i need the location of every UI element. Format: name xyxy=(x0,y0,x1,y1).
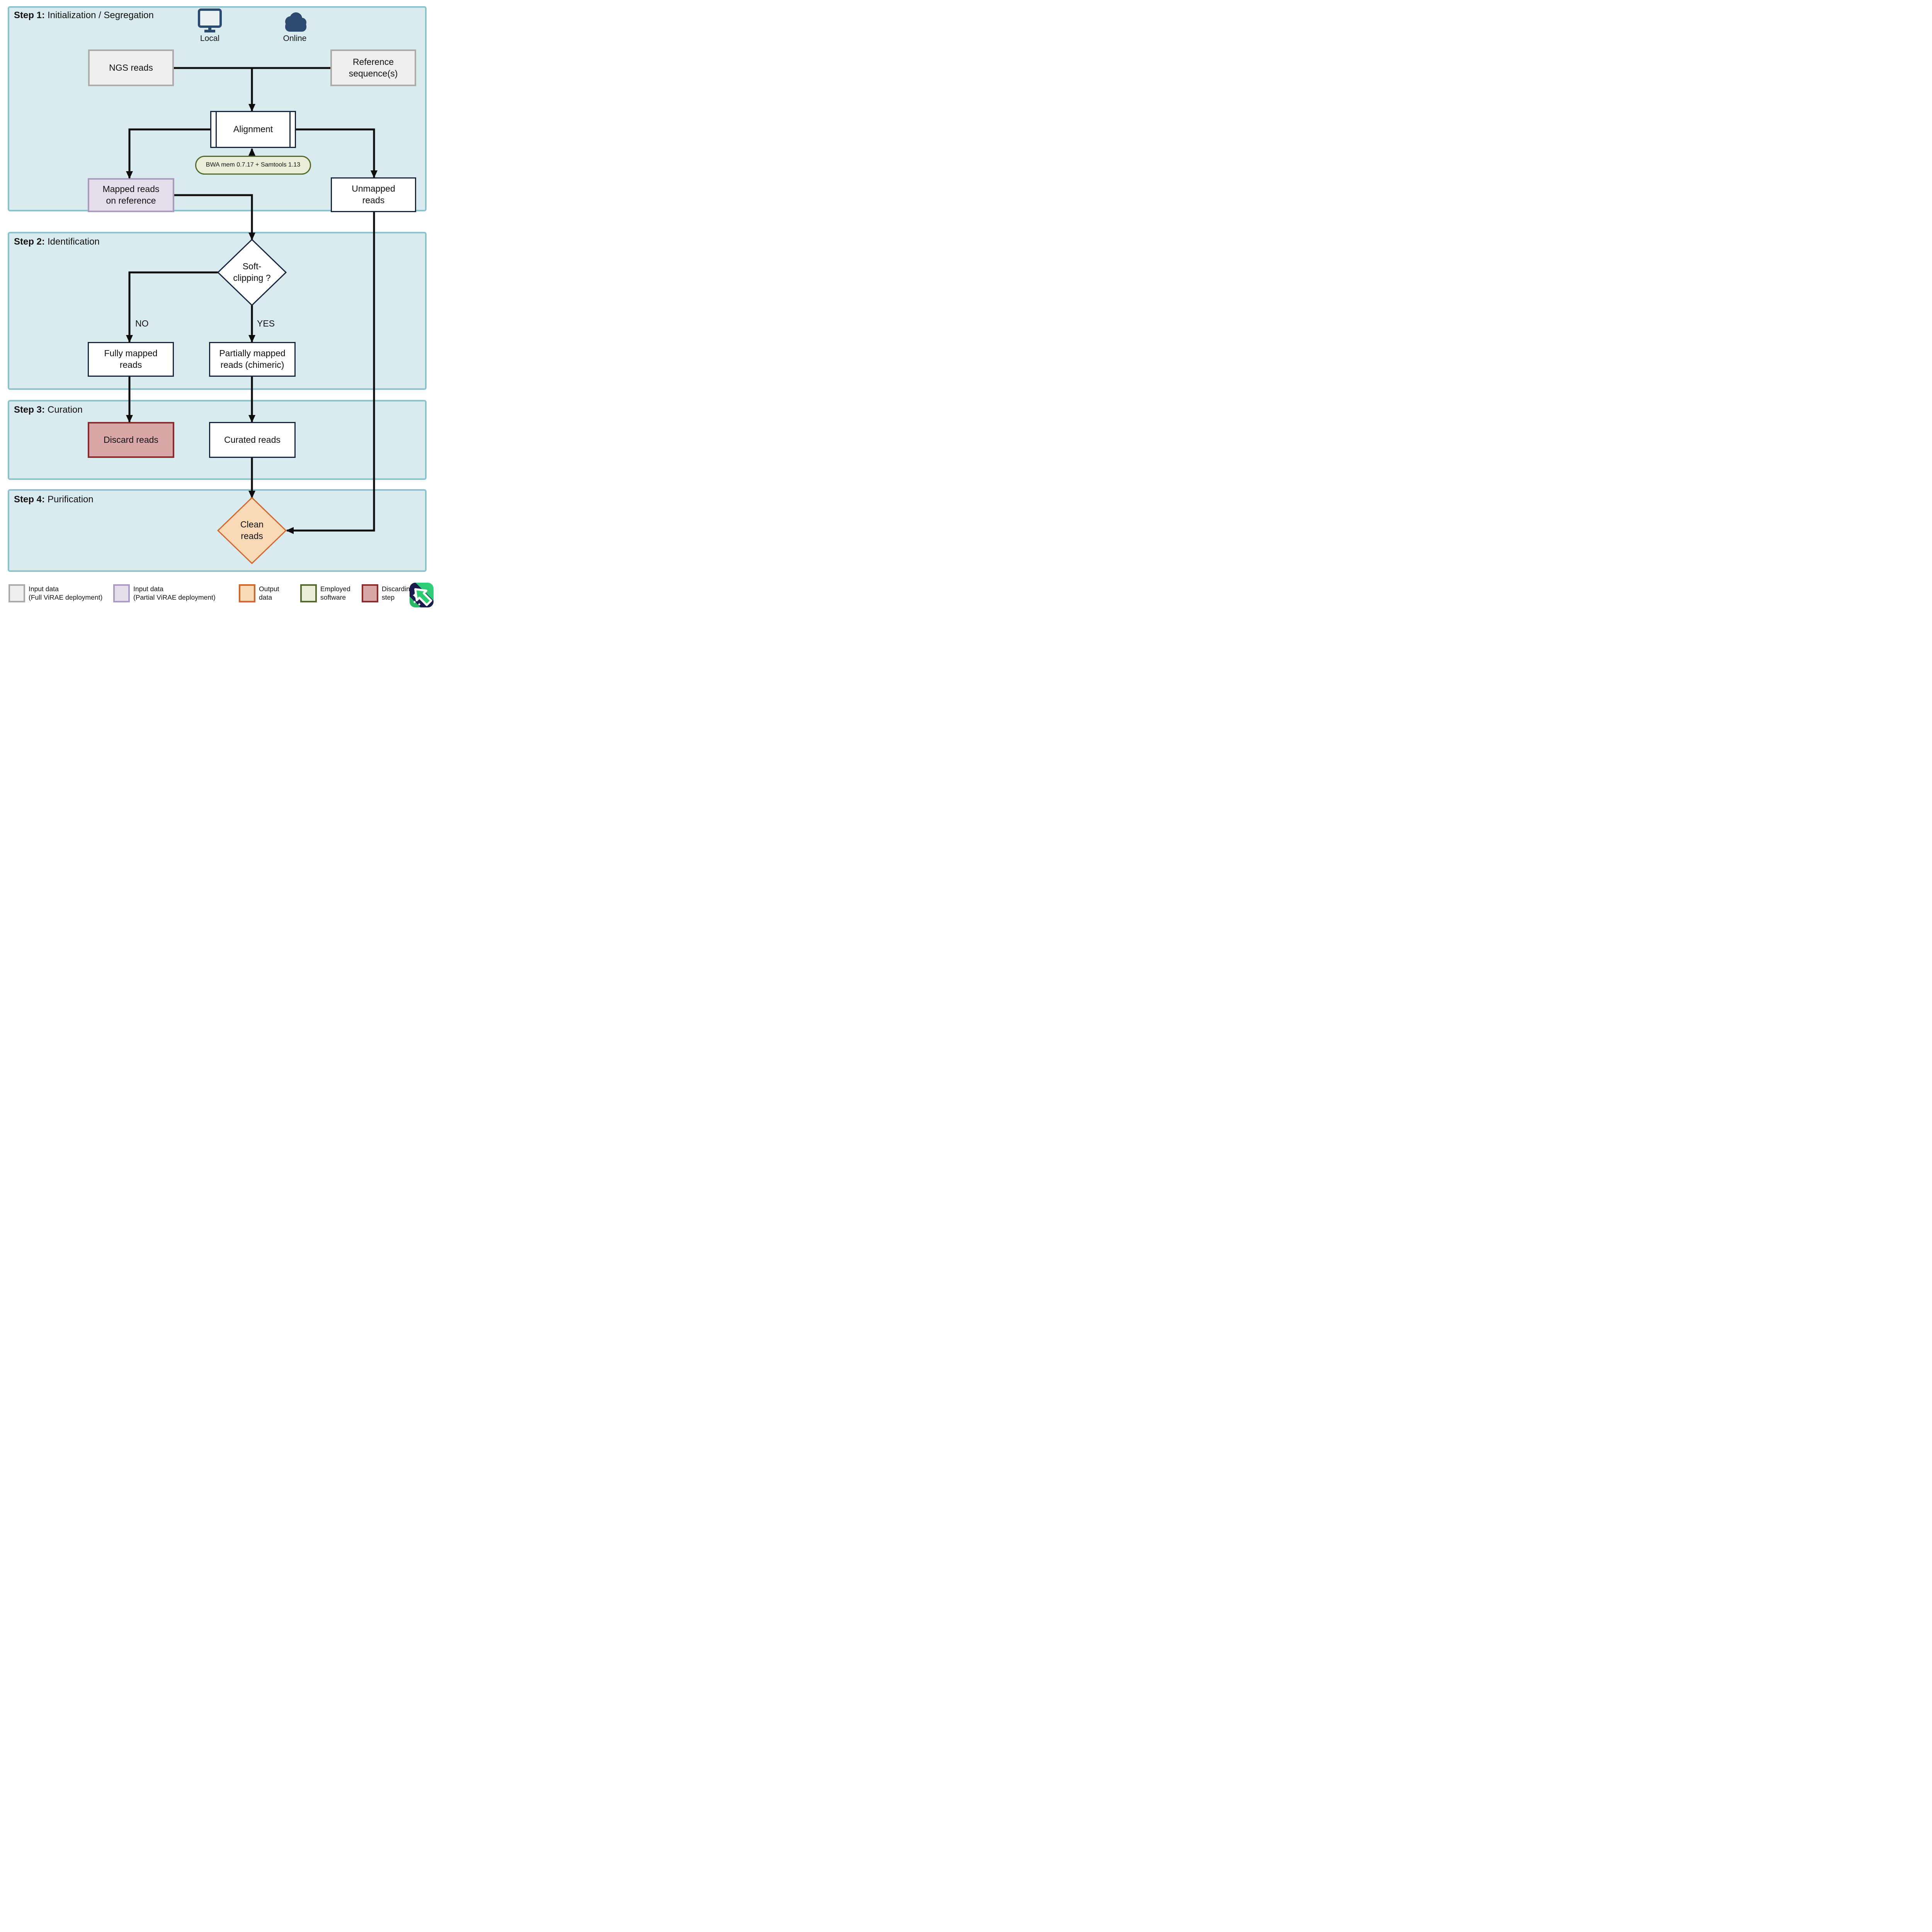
software-label: BWA mem 0.7.17 + Samtools 1.13 xyxy=(206,162,301,168)
node-fully-mapped: Fully mapped reads xyxy=(88,342,174,377)
unmapped-reads-label: Unmapped reads xyxy=(352,184,395,205)
node-unmapped-reads: Unmapped reads xyxy=(331,177,416,212)
legend-swatch-discarding xyxy=(362,584,378,602)
step-3-title: Step 3:Curation xyxy=(14,405,83,415)
discard-reads-label: Discard reads xyxy=(104,434,158,445)
legend-label-input-partial: Input data (Partial ViRAE deployment) xyxy=(133,585,216,601)
step-2-title: Step 2:Identification xyxy=(14,236,100,247)
node-alignment: Alignment xyxy=(210,111,296,148)
curated-reads-label: Curated reads xyxy=(224,434,281,445)
branch-yes-label: YES xyxy=(257,318,275,328)
step-3-prefix: Step 3: xyxy=(14,405,45,415)
app-logo-icon xyxy=(410,583,434,608)
step-1-title: Step 1:Initialization / Segregation xyxy=(14,10,154,21)
step-2-prefix: Step 2: xyxy=(14,236,45,247)
legend-label-discarding: Discarding step xyxy=(382,585,414,601)
mapped-reads-label: Mapped reads on reference xyxy=(102,184,160,206)
step-1-prefix: Step 1: xyxy=(14,10,45,20)
fully-mapped-label: Fully mapped reads xyxy=(104,348,158,370)
step-1-text: Initialization / Segregation xyxy=(48,10,154,20)
step-4-text: Purification xyxy=(48,494,94,505)
node-partially-mapped: Partially mapped reads (chimeric) xyxy=(209,342,296,377)
node-mapped-reads: Mapped reads on reference xyxy=(88,178,174,212)
legend-label-input-full: Input data (Full ViRAE deployment) xyxy=(29,585,103,601)
reference-label: Reference sequence(s) xyxy=(349,56,398,78)
step-4-prefix: Step 4: xyxy=(14,494,45,505)
legend-swatch-input-full xyxy=(9,584,25,602)
alignment-label: Alignment xyxy=(233,124,273,134)
cloud-icon xyxy=(281,12,310,34)
node-software: BWA mem 0.7.17 + Samtools 1.13 xyxy=(195,156,311,175)
legend-item-software: Employed software xyxy=(300,582,350,605)
node-reference-sequences: Reference sequence(s) xyxy=(330,49,416,86)
node-soft-clipping: Soft-clipping ? xyxy=(221,253,283,292)
flowchart-canvas: Step 1:Initialization / Segregation Step… xyxy=(0,0,435,608)
node-clean-reads: Clean reads xyxy=(221,511,283,550)
online-label: Online xyxy=(283,34,307,43)
legend-item-input-partial: Input data (Partial ViRAE deployment) xyxy=(113,582,216,605)
legend-item-discarding: Discarding step xyxy=(362,582,414,605)
node-curated-reads: Curated reads xyxy=(209,422,296,458)
monitor-icon xyxy=(198,9,222,34)
node-discard-reads: Discard reads xyxy=(88,422,174,458)
legend-item-output: Output data xyxy=(239,582,279,605)
local-label: Local xyxy=(200,34,220,43)
soft-clipping-label: Soft-clipping ? xyxy=(233,261,271,283)
legend-label-output: Output data xyxy=(259,585,279,601)
legend-label-software: Employed software xyxy=(320,585,350,601)
node-ngs-reads: NGS reads xyxy=(88,49,174,86)
step-2-text: Identification xyxy=(48,236,100,247)
step-3-text: Curation xyxy=(48,405,83,415)
partially-mapped-label: Partially mapped reads (chimeric) xyxy=(219,348,286,370)
branch-no-label: NO xyxy=(135,318,149,328)
legend-swatch-software xyxy=(300,584,317,602)
legend-swatch-output xyxy=(239,584,255,602)
legend-swatch-input-partial xyxy=(113,584,130,602)
step-4-title: Step 4:Purification xyxy=(14,494,94,505)
legend-item-input-full: Input data (Full ViRAE deployment) xyxy=(9,582,102,605)
ngs-reads-label: NGS reads xyxy=(109,62,153,73)
clean-reads-label: Clean reads xyxy=(240,519,264,541)
